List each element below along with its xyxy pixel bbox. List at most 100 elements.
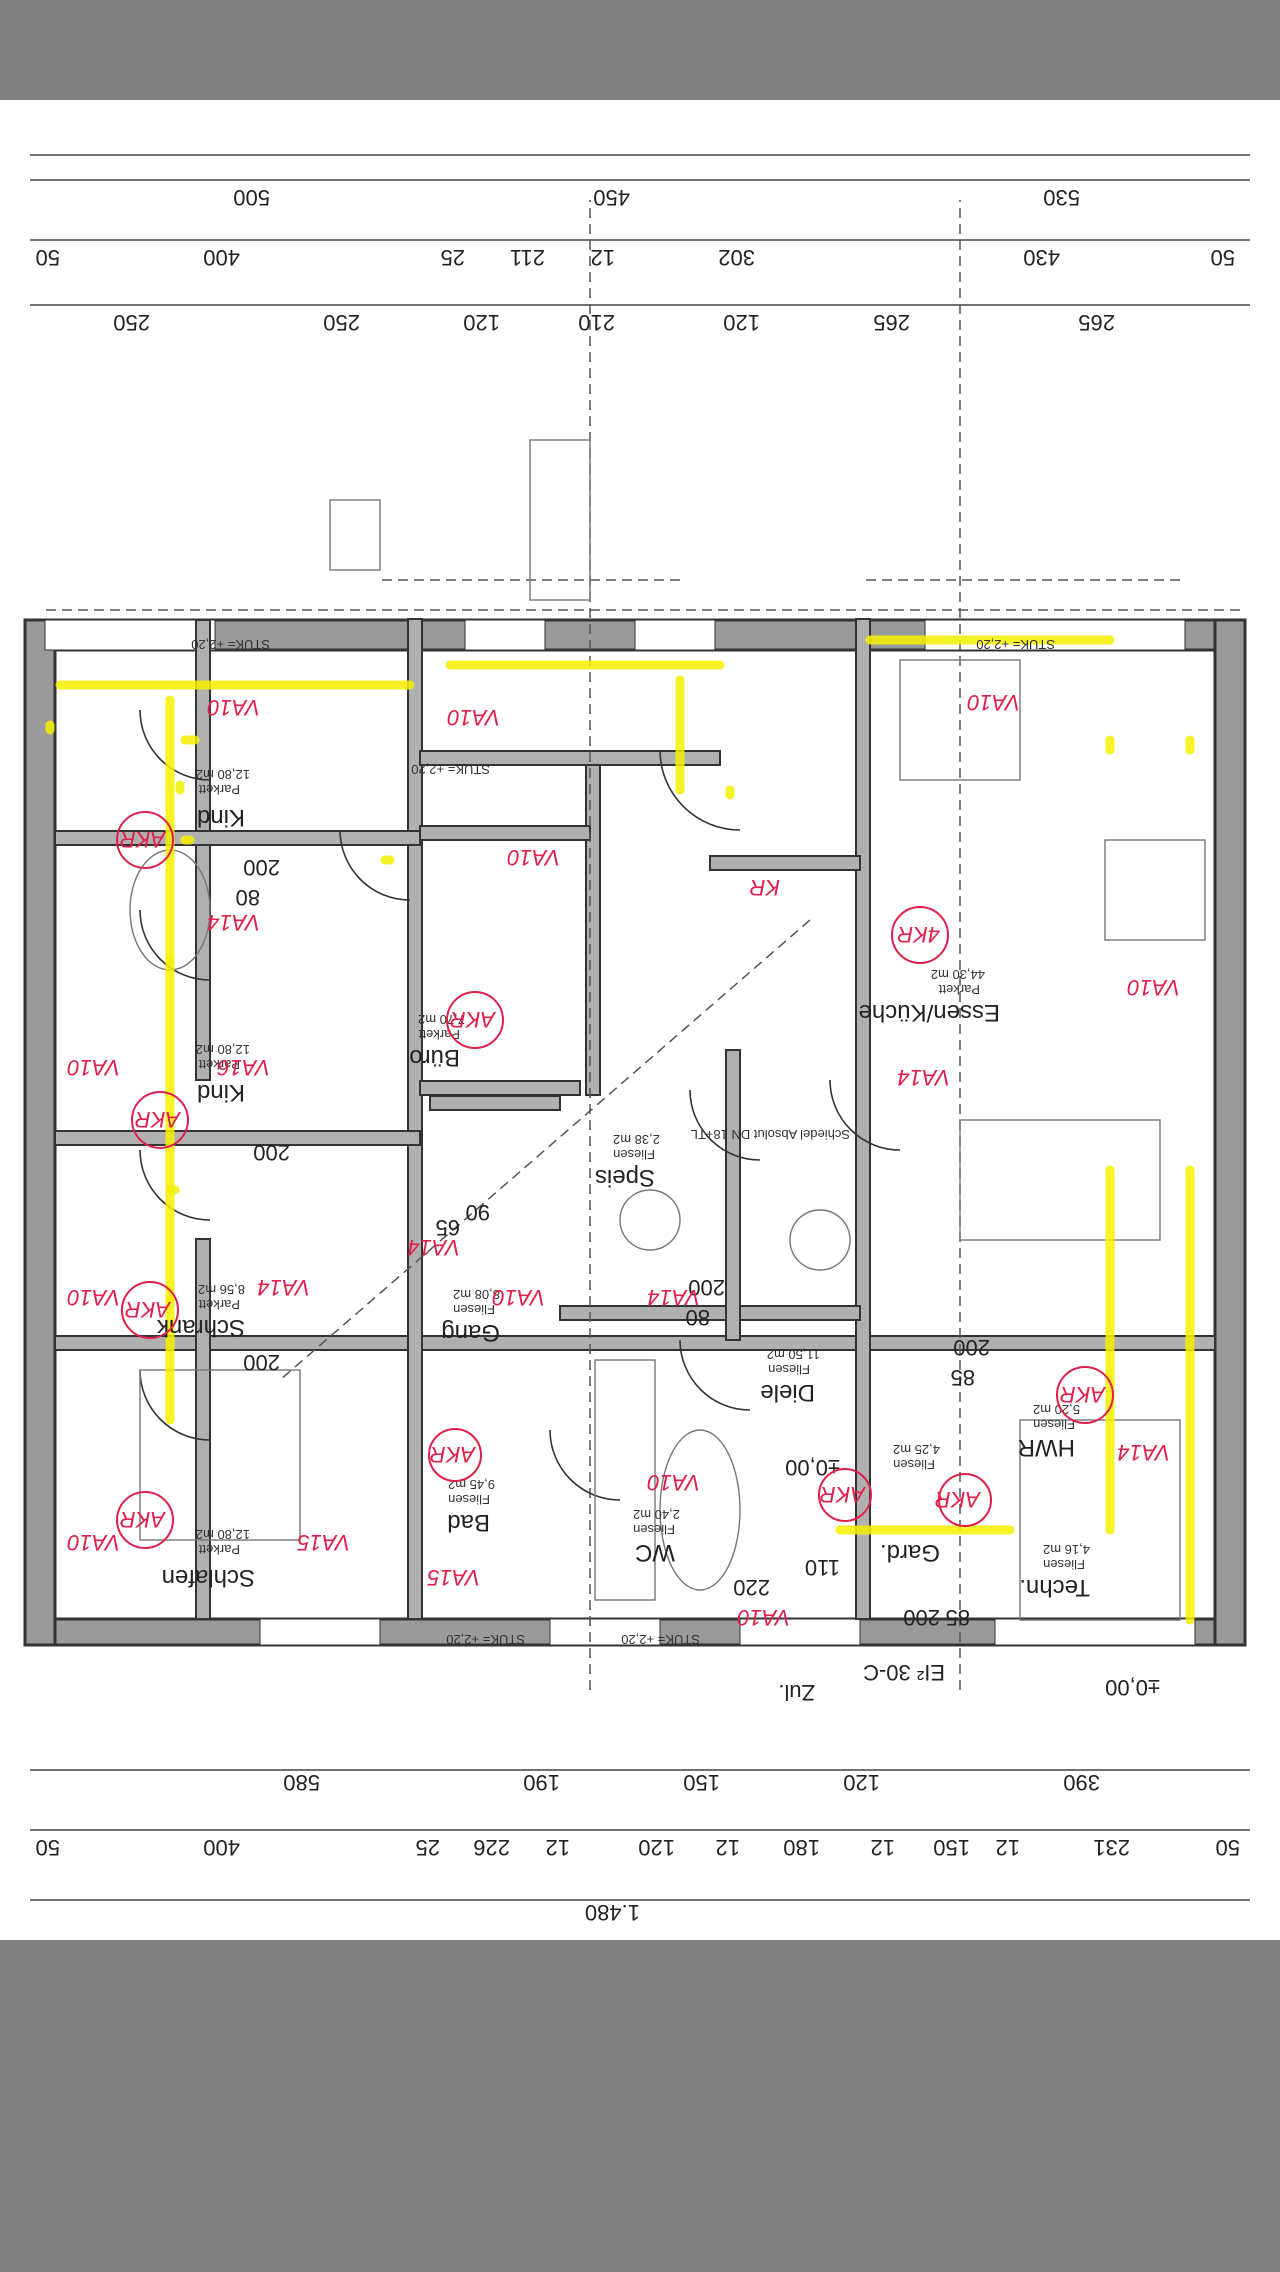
dim-text: 450: [593, 185, 630, 210]
dim-text: 210: [578, 310, 615, 335]
dim-text: 50: [36, 1835, 60, 1860]
svg-text:220: 220: [733, 1575, 770, 1600]
svg-text:AKR: AKR: [125, 1297, 172, 1322]
room-area: 12,80 m2: [196, 1042, 250, 1057]
dim-text: 211: [510, 245, 545, 270]
yellow-markings: [45, 635, 1195, 1625]
room-area: 5,20 m2: [1033, 1402, 1080, 1417]
room-name: Essen/Küche: [859, 999, 1000, 1026]
room-ceiling: STUK= +2,20: [446, 1632, 525, 1647]
svg-text:KR: KR: [749, 875, 780, 900]
floor-plan: 500 450 530 50 400 25 211 12 302 430 50 …: [23, 154, 1250, 1925]
room-area: 12,80 m2: [196, 767, 250, 782]
room-floor: Parkett: [198, 1057, 240, 1072]
room-floor: Parkett: [938, 982, 980, 997]
svg-text:85: 85: [946, 1605, 970, 1630]
room-area: 2,40 m2: [633, 1507, 680, 1522]
dim-text: 12: [996, 1835, 1020, 1860]
level-outside: ±0,00: [1105, 1675, 1160, 1700]
dim-text: 12: [546, 1835, 570, 1860]
dim-text: 180: [783, 1835, 820, 1860]
svg-text:AKR: AKR: [1060, 1382, 1107, 1407]
room-ceiling: STUK= +2,20: [411, 762, 490, 777]
dim-text: 430: [1023, 245, 1060, 270]
outer-walls: [23, 618, 1247, 1647]
dim-text: 400: [203, 1835, 240, 1860]
plan-sheet: 500 450 530 50 400 25 211 12 302 430 50 …: [0, 100, 1280, 1940]
svg-text:110: 110: [805, 1555, 840, 1580]
svg-text:4KR: 4KR: [897, 922, 940, 947]
room-kind-2: Kind Parkett 12,80 m2: [196, 1042, 250, 1106]
dim-text: 500: [233, 185, 270, 210]
room-name: Diele: [760, 1379, 815, 1406]
construction-lines: [40, 200, 1240, 1690]
dim-text: 120: [463, 310, 500, 335]
room-area: 7,70 m2: [418, 1012, 465, 1027]
room-area: 12,80 m2: [196, 1527, 250, 1542]
dim-text: 120: [638, 1835, 675, 1860]
svg-text:80: 80: [236, 885, 260, 910]
svg-text:VA15: VA15: [297, 1530, 350, 1555]
room-area: 9,45 m2: [448, 1477, 495, 1492]
svg-text:VA14: VA14: [1117, 1440, 1170, 1465]
dim-text: 25: [416, 1835, 440, 1860]
svg-text:AKR: AKR: [120, 827, 167, 852]
svg-text:200: 200: [953, 1335, 990, 1360]
svg-text:VA15: VA15: [427, 1565, 480, 1590]
room-floor: Fliesen: [768, 1362, 810, 1377]
room-name: Schlafen: [162, 1564, 255, 1591]
room-ceiling: STUK= +2,20: [621, 1632, 700, 1647]
svg-text:80: 80: [686, 1305, 710, 1330]
opening-size-labels: 200 80 200 65 200 90 200 80 200 85 220 1…: [236, 855, 990, 1630]
dim-text: 120: [723, 310, 760, 335]
room-name: Kind: [197, 804, 245, 831]
room-speis: Speis Fliesen 2,38 m2: [595, 1132, 660, 1191]
svg-text:VA10: VA10: [67, 1285, 120, 1310]
dim-text: 120: [843, 1770, 880, 1795]
dim-text: 390: [1063, 1770, 1100, 1795]
room-area: 44,30 m2: [931, 967, 985, 982]
room-floor: Fliesen: [448, 1492, 490, 1507]
room-floor: Fliesen: [1033, 1417, 1075, 1432]
svg-text:VA10: VA10: [67, 1530, 120, 1555]
svg-text:VA10: VA10: [1127, 975, 1180, 1000]
room-schlafen: Schlafen Parkett 12,80 m2: [162, 1527, 255, 1591]
svg-text:AKR: AKR: [450, 1007, 497, 1032]
svg-text:VA10: VA10: [207, 695, 260, 720]
dim-text: 231: [1093, 1835, 1130, 1860]
chimney-label: Schiedel Absolut DN 18+TL: [691, 1127, 850, 1142]
level-inside: ±0,00: [785, 1455, 840, 1480]
svg-text:VA16: VA16: [217, 1055, 270, 1080]
room-gard: Gard. Fliesen 4,25 m2: [880, 1442, 940, 1566]
svg-text:90: 90: [466, 1200, 490, 1225]
dim-text: 12: [871, 1835, 895, 1860]
room-floor: Fliesen: [453, 1302, 495, 1317]
dim-text: 530: [1043, 185, 1080, 210]
svg-text:VA14: VA14: [207, 910, 260, 935]
room-floor: Parkett: [198, 782, 240, 797]
dim-text: 302: [718, 245, 755, 270]
dim-total: 1.480: [585, 1900, 640, 1925]
svg-text:200: 200: [243, 1350, 280, 1375]
dim-text: 265: [1078, 310, 1115, 335]
room-wc: WC Fliesen 2,40 m2 STUK= +2,20: [621, 1507, 700, 1647]
entry-label: Zul.: [778, 1680, 815, 1705]
dim-text: 265: [873, 310, 910, 335]
room-name: Techn.: [1019, 1574, 1090, 1601]
room-name: Bad: [447, 1509, 490, 1536]
svg-text:85: 85: [951, 1365, 975, 1390]
door-swings: [139, 709, 901, 1501]
room-floor: Parkett: [198, 1542, 240, 1557]
svg-text:VA14: VA14: [407, 1235, 460, 1260]
interior-walls: [54, 618, 1216, 1620]
dim-text: 150: [683, 1770, 720, 1795]
svg-text:VA14: VA14: [647, 1285, 700, 1310]
room-floor: Fliesen: [893, 1457, 935, 1472]
svg-text:VA10: VA10: [507, 845, 560, 870]
room-floor: Fliesen: [1043, 1557, 1085, 1572]
dim-text: 25: [441, 245, 465, 270]
svg-text:VA10: VA10: [647, 1470, 700, 1495]
room-essen-kueche: Essen/Küche Parkett 44,30 m2 STUK= +2,20: [859, 637, 1055, 1026]
svg-text:AKR: AKR: [135, 1107, 182, 1132]
room-area: 4,25 m2: [893, 1442, 940, 1457]
